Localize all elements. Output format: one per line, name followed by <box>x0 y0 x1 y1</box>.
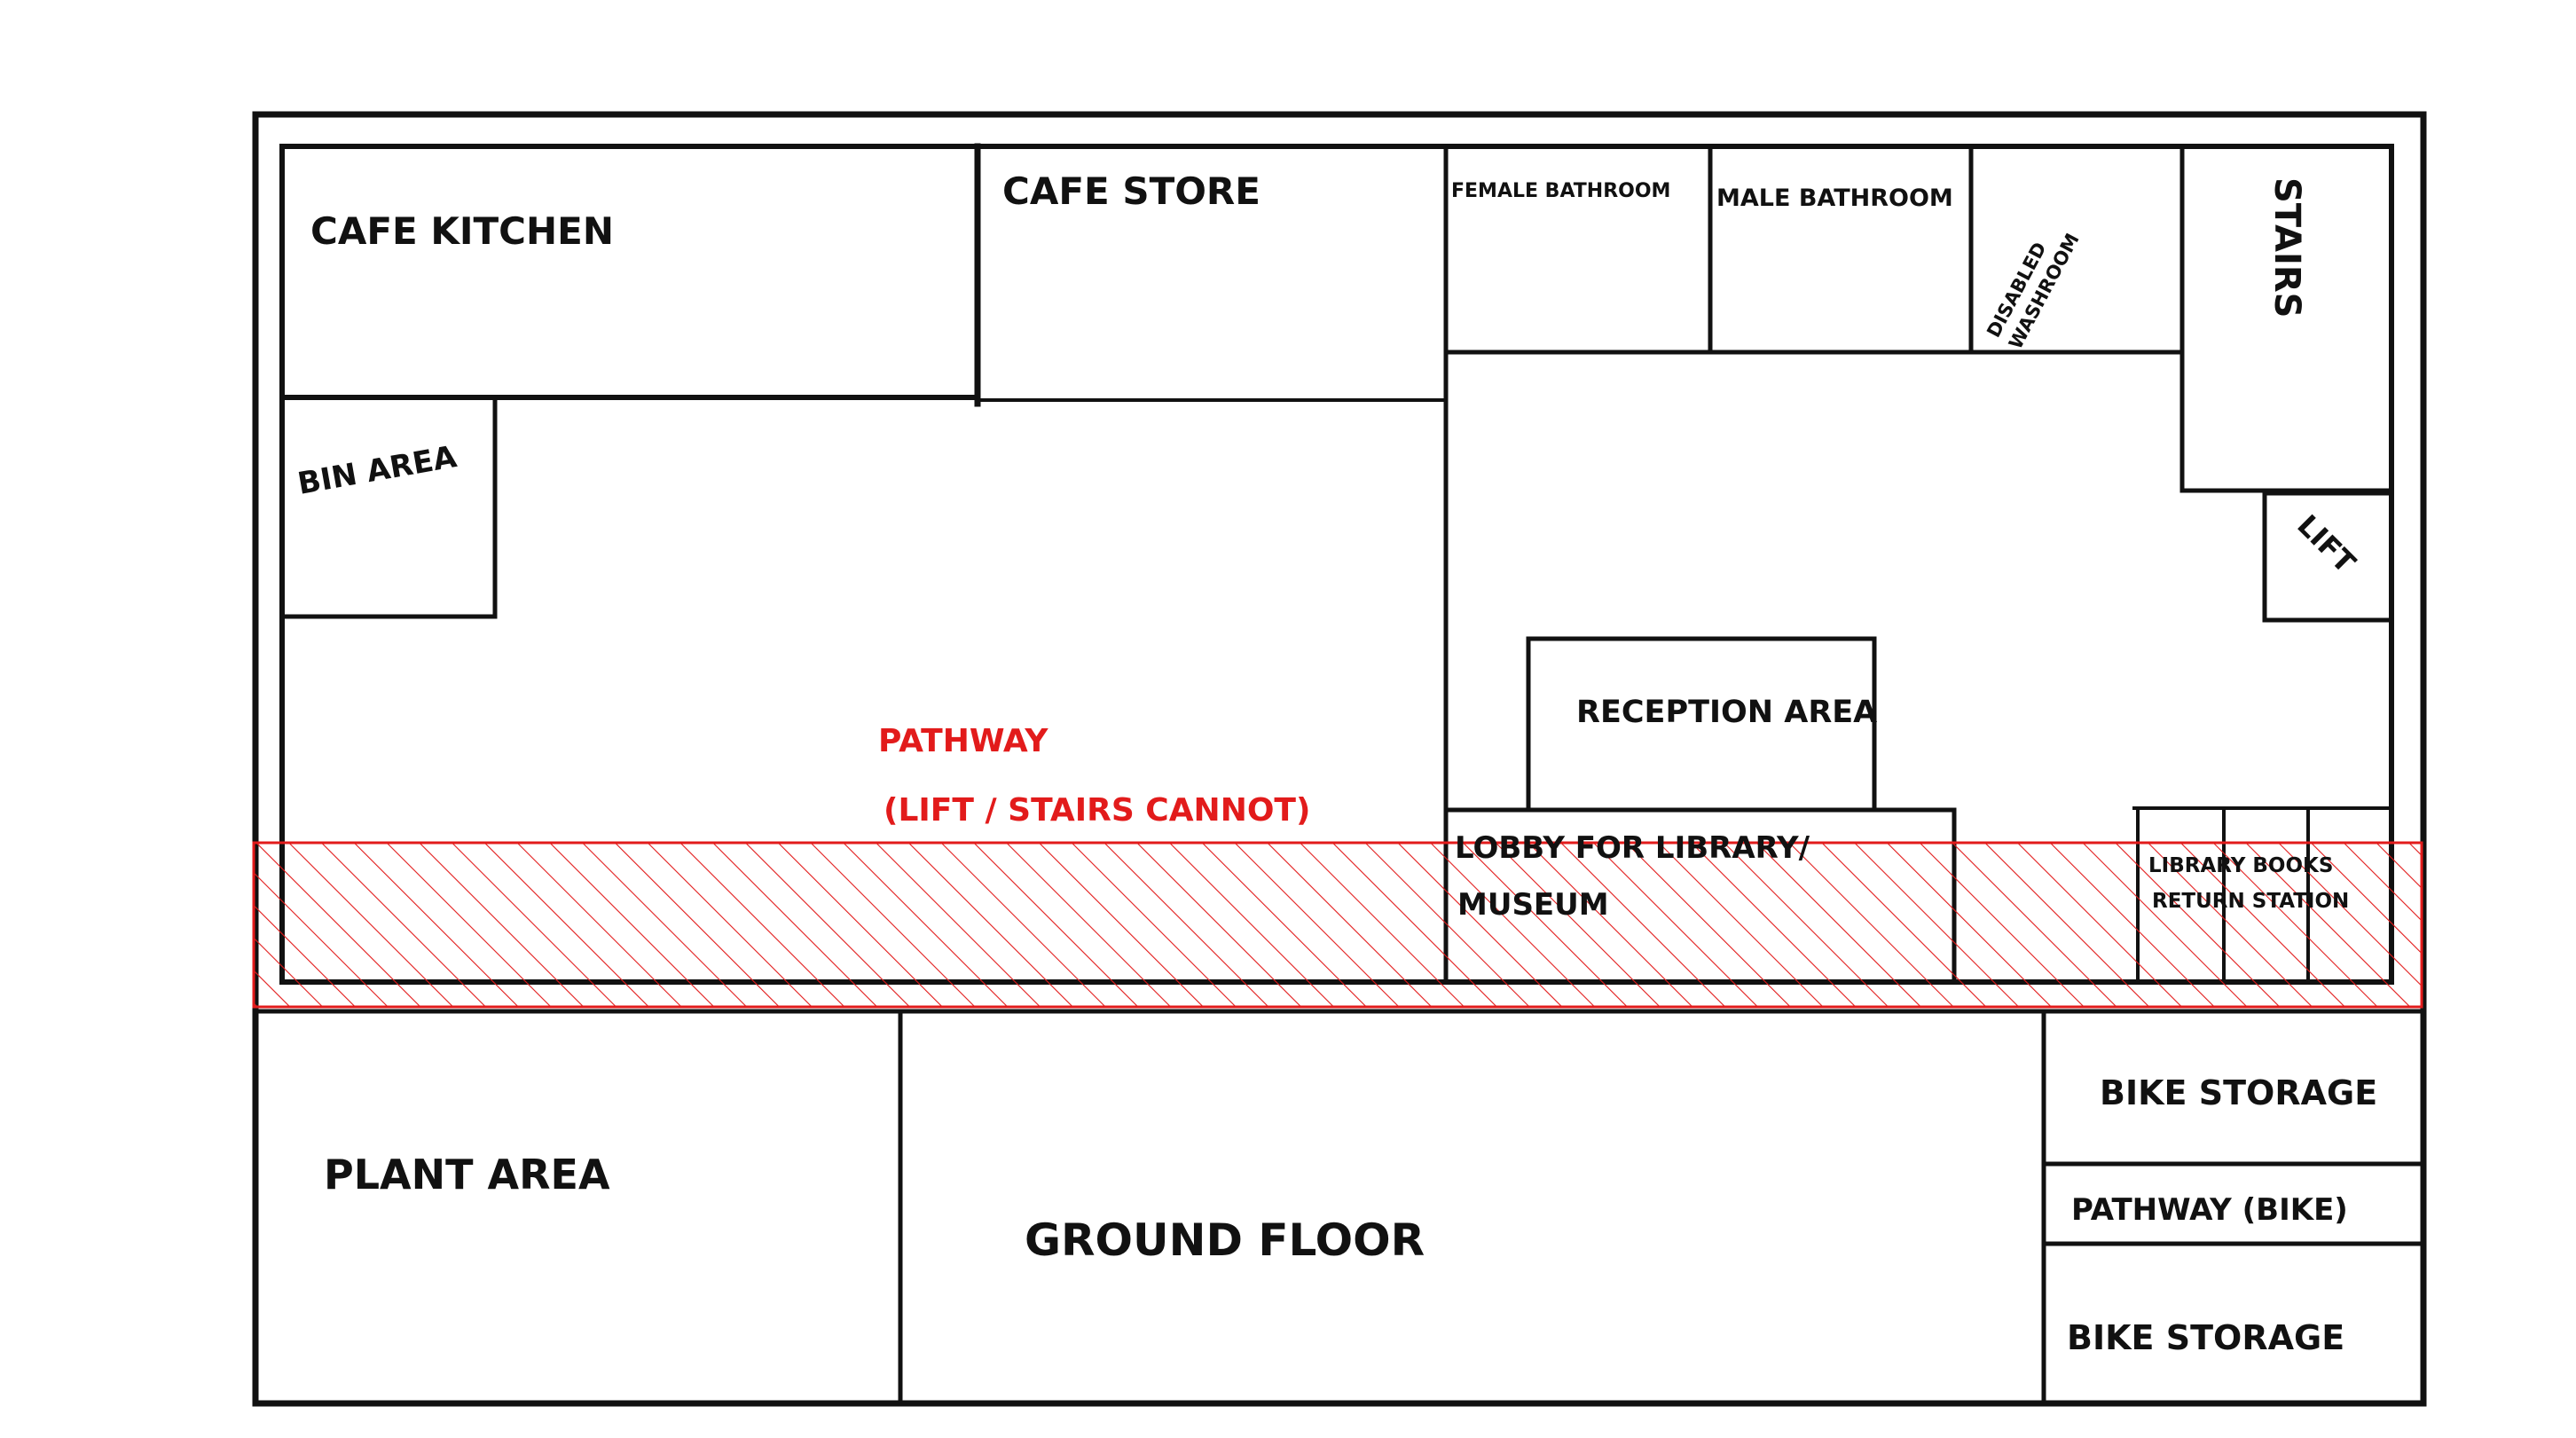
plant-area-label: PLANT AREA <box>324 1151 610 1198</box>
lobby-label-line-2: MUSEUM <box>1457 887 1609 923</box>
reception-area-label: RECEPTION AREA <box>1576 695 1877 730</box>
stairs-label: STAIRS <box>2266 177 2307 318</box>
female-bathroom-label: FEMALE BATHROOM <box>1451 180 1670 202</box>
male-bathroom-label: MALE BATHROOM <box>1716 185 1953 212</box>
pathway-hatch-zone <box>252 841 2423 1009</box>
cafe-store-label: CAFE STORE <box>1002 169 1261 213</box>
library-return-label-line-1: LIBRARY BOOKS <box>2148 854 2333 877</box>
bike-pathway-label: PATHWAY (BIKE) <box>2071 1192 2348 1228</box>
bike-storage-top-label: BIKE STORAGE <box>2100 1073 2377 1112</box>
lobby-label-line-1: LOBBY FOR LIBRARY/ <box>1455 830 1810 866</box>
outer-wall <box>252 111 2427 1407</box>
pathway-subtitle: (LIFT / STAIRS CANNOT) <box>884 792 1310 829</box>
disabled-washroom-label: DISABLED WASHROOM <box>1983 230 2083 352</box>
pathway-title: PATHWAY <box>878 723 1048 759</box>
bin-area-box <box>279 395 498 619</box>
library-return-label-line-2: RETURN STATION <box>2152 890 2349 913</box>
bin-area-label: BIN AREA <box>295 439 460 502</box>
cafe-kitchen-label: CAFE KITCHEN <box>310 209 614 253</box>
lift-box <box>2262 491 2394 623</box>
bike-storage-bottom-label: BIKE STORAGE <box>2067 1318 2344 1357</box>
lift-label: LIFT <box>2290 508 2362 580</box>
ground-floor-label: GROUND FLOOR <box>1025 1214 1425 1266</box>
